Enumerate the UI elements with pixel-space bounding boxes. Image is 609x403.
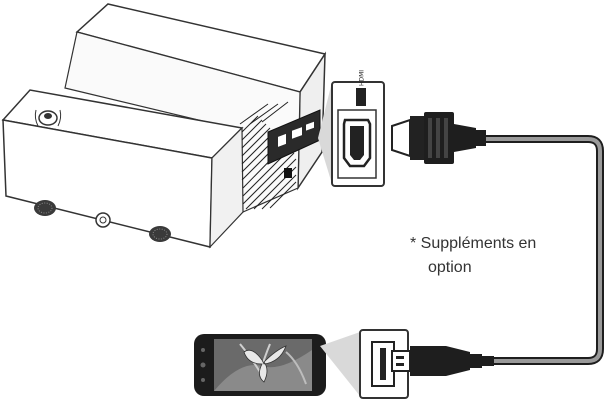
speaker-grille-right (149, 226, 171, 242)
note-line-1: * Suppléments en (410, 235, 537, 252)
side-port-panel (267, 109, 321, 178)
focus-dial-icon (34, 109, 62, 127)
usb-plug-icon (391, 346, 494, 376)
optional-accessory-note: * Suppléments en option (410, 232, 600, 280)
hdmi-port-callout: HDMI (331, 70, 385, 187)
power-button-icon (95, 212, 111, 228)
vent-grille (239, 101, 297, 210)
hdmi-port-label: HDMI (359, 70, 366, 86)
usb-callout-pointer (320, 332, 360, 396)
projector-device (1, 3, 327, 249)
butterfly-image-icon (243, 345, 287, 383)
smartphone-device (194, 334, 326, 396)
hdmi-plug-icon (391, 112, 486, 164)
usb-port-callout (359, 329, 409, 399)
hdmi-callout-pointer (318, 82, 332, 184)
cable (486, 135, 604, 365)
note-line-2: option (428, 259, 472, 276)
speaker-grille-left (34, 200, 56, 216)
